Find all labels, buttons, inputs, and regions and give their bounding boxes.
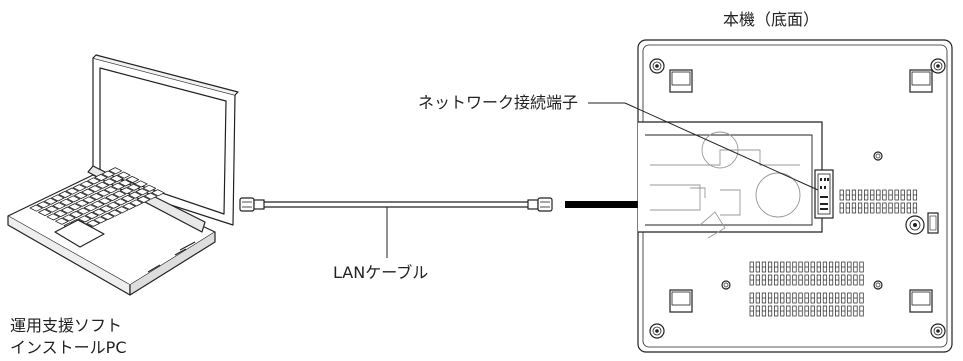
laptop-icon <box>7 54 239 296</box>
device-bottom-view <box>637 39 953 353</box>
lan-cable-icon <box>239 197 553 258</box>
pc-label-line1: 運用支援ソフト <box>10 316 123 335</box>
device-title-label: 本機（底面） <box>723 10 820 29</box>
network-port-label: ネットワーク接続端子 <box>418 93 579 112</box>
lan-cable-label: LANケーブル <box>333 263 429 282</box>
pc-label-line2: インストールPC <box>10 338 127 357</box>
network-port-leader <box>588 102 819 191</box>
